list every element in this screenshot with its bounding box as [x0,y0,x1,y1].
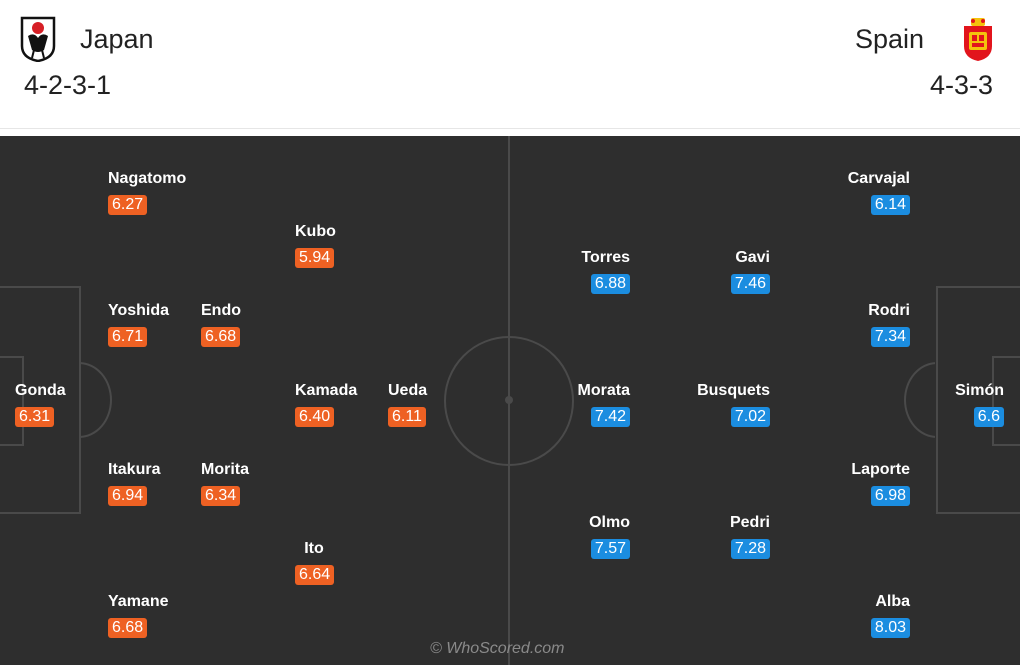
player-rating: 6.34 [201,486,241,506]
player-name: Gonda [15,382,66,399]
player-rating: 6.64 [295,565,335,585]
player-rating: 6.68 [201,327,241,347]
player-rating: 6.27 [108,195,148,215]
player-name: Laporte [851,461,910,478]
spain-crest-icon [964,18,992,61]
player-rating: 7.28 [730,539,770,559]
player-card[interactable]: Gonda 6.31 [15,381,66,427]
player-rating: 6.94 [108,486,148,506]
whoscored-watermark: © WhoScored.com [430,640,565,657]
player-rating: 7.46 [730,274,770,294]
player-card[interactable]: Kubo 5.94 [295,222,336,268]
player-card[interactable]: Gavi 7.46 [730,248,770,294]
japan-crest-icon [20,16,56,62]
player-card[interactable]: Morita 6.34 [201,460,249,506]
player-name: Torres [581,249,630,266]
player-name: Itakura [108,461,161,478]
player-name: Carvajal [847,170,910,187]
away-formation: 4-3-3 [929,70,993,100]
player-name: Gavi [735,249,770,266]
player-card[interactable]: Yamane 6.68 [108,592,168,638]
player-rating: 7.34 [870,327,910,347]
player-name: Pedri [729,514,770,531]
home-team-name: Japan [80,24,154,54]
player-card[interactable]: Simón 6.6 [955,381,1004,427]
player-rating: 6.31 [15,407,55,427]
player-rating: 6.40 [295,407,335,427]
player-rating: 7.57 [590,539,630,559]
player-card[interactable]: Busquets 7.02 [697,381,770,427]
home-formation: 4-2-3-1 [24,70,112,100]
player-rating: 6.98 [870,486,910,506]
player-name: Kamada [295,382,358,399]
center-circle [444,336,574,466]
center-spot [505,396,513,404]
player-card[interactable]: Ito 6.64 [295,539,335,585]
player-name: Yoshida [108,302,170,319]
player-card[interactable]: Alba 8.03 [870,592,910,638]
player-name: Rodri [868,302,910,319]
player-name: Olmo [589,514,630,531]
player-rating: 6.88 [590,274,630,294]
player-card[interactable]: Laporte 6.98 [851,460,910,506]
lineup-header: Japan 4-2-3-1 Spain 4-3-3 [0,0,1020,129]
right-six-yard-box [992,356,1020,446]
left-six-yard-box [0,356,24,446]
player-rating: 6.71 [108,327,148,347]
player-card[interactable]: Carvajal 6.14 [848,169,910,215]
player-name: Alba [875,593,910,610]
player-card[interactable]: Itakura 6.94 [108,460,160,506]
player-rating: 6.14 [870,195,910,215]
player-card[interactable]: Olmo 7.57 [589,513,630,559]
player-card[interactable]: Morata 7.42 [578,381,630,427]
player-rating: 6.6 [973,407,1004,427]
player-name: Ito [304,540,324,557]
player-card[interactable]: Nagatomo 6.27 [108,169,186,215]
player-card[interactable]: Rodri 7.34 [868,301,910,347]
player-card[interactable]: Kamada 6.40 [295,381,357,427]
player-rating: 7.02 [730,407,770,427]
player-name: Nagatomo [108,170,187,187]
player-name: Endo [201,302,241,319]
player-name: Kubo [295,223,336,240]
player-name: Busquets [697,382,770,399]
player-name: Morita [201,461,249,478]
player-rating: 6.11 [388,407,426,427]
player-name: Morata [577,382,630,399]
player-card[interactable]: Pedri 7.28 [730,513,770,559]
player-card[interactable]: Ueda 6.11 [388,381,427,427]
player-card[interactable]: Endo 6.68 [201,301,241,347]
pitch: Nagatomo 6.27 Kubo 5.94 Yoshida 6.71 End… [0,136,1020,665]
player-name: Ueda [388,382,428,399]
player-rating: 7.42 [590,407,630,427]
player-name: Simón [955,382,1004,399]
player-rating: 6.68 [108,618,148,638]
right-penalty-box [936,286,1020,514]
player-rating: 8.03 [870,618,910,638]
away-team-name: Spain [854,24,924,54]
left-penalty-box [0,286,81,514]
player-name: Yamane [108,593,169,610]
player-rating: 5.94 [295,248,335,268]
player-card[interactable]: Torres 6.88 [581,248,630,294]
player-card[interactable]: Yoshida 6.71 [108,301,169,347]
